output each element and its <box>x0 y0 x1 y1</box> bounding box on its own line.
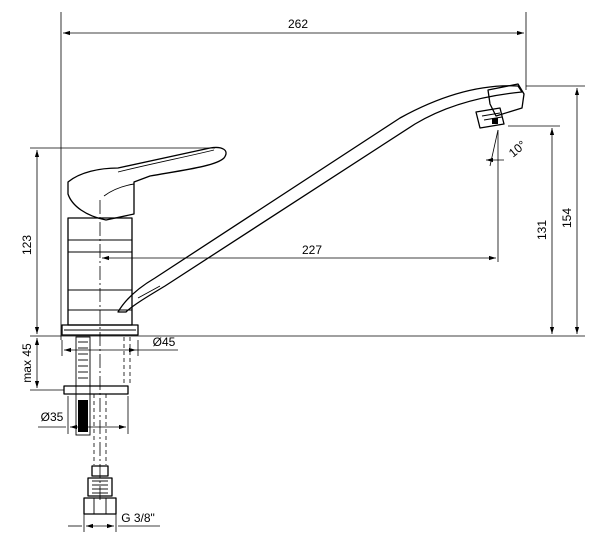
dimension-hole-diameter-label: Ø35 <box>41 410 64 424</box>
mounting-assembly <box>63 336 131 515</box>
dimension-lever-height-label: 123 <box>20 235 34 255</box>
dimension-total-height: 154 <box>526 85 585 334</box>
dimension-max-counter-thickness-label: max 45 <box>20 343 34 383</box>
dimension-outlet-height: 131 <box>508 125 560 334</box>
dimension-outlet-height-label: 131 <box>535 220 549 240</box>
dimension-hole-diameter: Ø35 <box>38 396 129 434</box>
dimension-connection-thread: G 3/8" <box>68 511 160 532</box>
dimension-connection-thread-label: G 3/8" <box>121 511 155 525</box>
dimension-spout-reach-label: 227 <box>302 243 322 257</box>
dimension-total-length-label: 262 <box>288 17 308 31</box>
dimension-base-diameter: Ø45 <box>61 335 178 356</box>
dimension-spout-reach: 227 <box>102 130 499 262</box>
dimension-aerator-angle: 10° <box>486 129 529 167</box>
dimension-total-length: 262 <box>60 12 527 340</box>
dimension-base-diameter-label: Ø45 <box>153 335 176 349</box>
dimension-max-counter-thickness: max 45 <box>20 338 64 391</box>
lever-handle <box>67 146 227 221</box>
dimension-lever-height: 123 <box>20 147 215 334</box>
dimension-aerator-angle-label: 10° <box>506 138 529 161</box>
spout <box>117 83 525 313</box>
dimension-total-height-label: 154 <box>560 208 574 228</box>
